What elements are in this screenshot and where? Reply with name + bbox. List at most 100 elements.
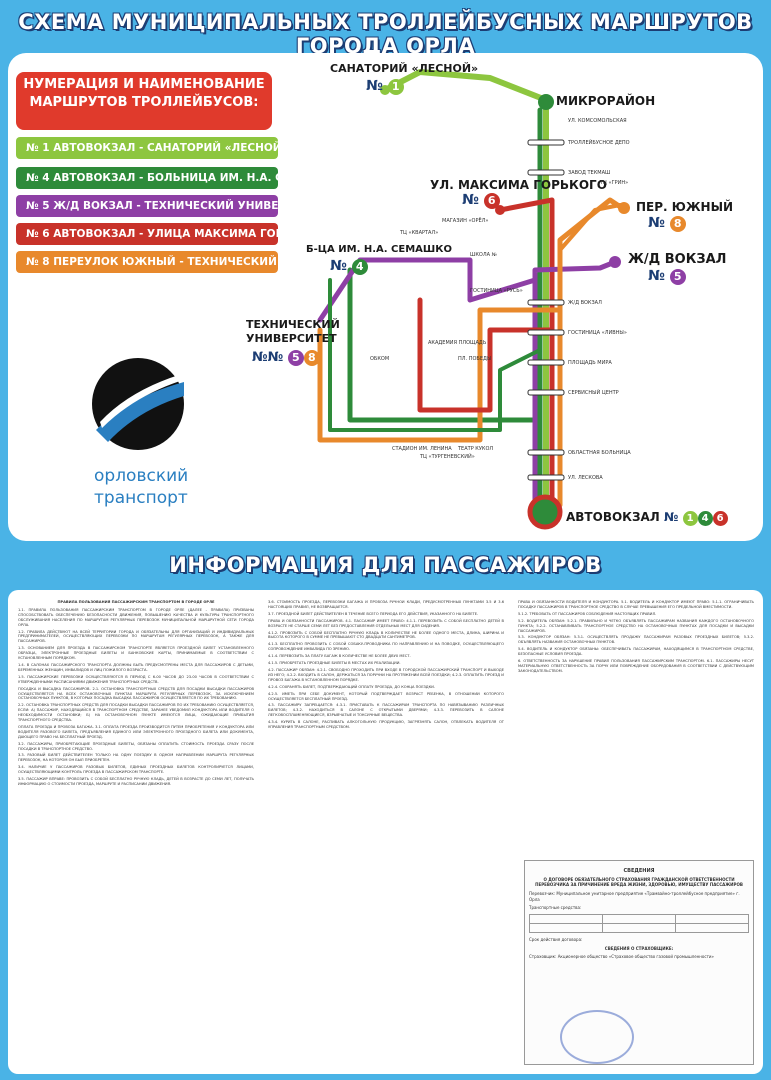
rules-paragraph: 4.3. ПАССАЖИРУ ЗАПРЕЩАЕТСЯ: 4.3.1. ПРИСТ… [268,703,504,718]
terminal-avtovokzal-name: АВТОВОКЗАЛ [566,510,660,524]
logo-text-line1: орловский [94,466,189,486]
rules-heading: ПРАВИЛА ПОЛЬЗОВАНИЯ ПАССАЖИРСКИМ ТРАНСПО… [57,600,215,604]
stop-label: ГОСТИНИЦА «ЛИВНЫ» [568,330,627,336]
stop-label: ШКОЛА № [470,252,497,258]
route-badge-5: 5 [669,269,686,285]
rules-paragraph: 1.3. ОСНОВАНИЕМ ДЛЯ ПРОЕЗДА В ПАССАЖИРСК… [18,646,254,661]
route-8-loop [317,307,563,443]
route-badge-5: 5 [287,350,304,366]
legend-route-1: № 1 АВТОВОКЗАЛ - САНАТОРИЙ «ЛЕСНОЙ» [16,137,278,159]
rules-paragraph: 3.7. ПРОЕЗДНОЙ БИЛЕТ ДЕЙСТВИТЕЛЕН В ТЕЧЕ… [268,611,479,616]
route-badge-6: 6 [712,511,728,526]
terminal-tech-label-line2: УНИВЕРСИТЕТ [246,332,337,345]
stop-label: ПЛ. ПОБЕДЫ [458,356,492,362]
rules-paragraph: ОПЛАТА ПРОЕЗДА И ПРОВОЗА БАГАЖА. 3.1. ОП… [18,724,254,739]
terminal-tech-num: №№ [252,350,284,365]
main-title: СХЕМА МУНИЦИПАЛЬНЫХ ТРОЛЛЕЙБУСНЫХ МАРШРУ… [18,10,753,58]
stop-label: Ж/Д ВОКЗАЛ [568,300,602,306]
route-badge-1: 1 [387,79,404,95]
certificate-insurer: Страховщик: Акционерное общество «Страхо… [529,954,714,960]
stop-label: МАГАЗИН «ОРЁЛ» [442,218,489,224]
stop-label: ТЦ «КВАРТАЛ» [400,230,439,236]
stop-label: СЕРВИСНЫЙ ЦЕНТР [568,390,619,396]
stop-label: ТЕАТР КУКОЛ [458,446,494,452]
terminal-lesnoy-label: САНАТОРИЙ «ЛЕСНОЙ» [330,62,479,75]
insurance-certificate: СВЕДЕНИЯ О ДОГОВОРЕ ОБЯЗАТЕЛЬНОГО СТРАХО… [524,860,754,1065]
legend-header: НУМЕРАЦИЯ И НАИМЕНОВАНИЕ МАРШРУТОВ ТРОЛЛ… [16,72,272,130]
legend-route-8: № 8 ПЕРЕУЛОК ЮЖНЫЙ - ТЕХНИЧЕСКИЙ УНИВЕРС… [16,251,278,273]
terminal-lesnoy-marker [380,85,390,95]
rules-column-2: 3.6. СТОИМОСТЬ ПРОЕЗДА, ПЕРЕВОЗКИ БАГАЖА… [268,600,504,1070]
stop-label: ГОСТИНИЦА «РУСЬ» [470,288,523,294]
rules-paragraph: 4.1.3. БЕСПЛАТНО ПРОВОЗИТЬ С СОБОЙ СОБАК… [268,642,504,652]
rules-paragraph: 4.2. ПАССАЖИР ОБЯЗАН: 4.2.1. СВОБОДНО ПР… [268,667,504,682]
route-4-loop [328,278,542,432]
route-badge-4: 4 [697,511,713,526]
terminal-vokzal-marker [609,256,621,268]
rules-paragraph: ПОСАДКА И ВЫСАДКА ПАССАЖИРОВ. 2.1. ОСТАН… [18,686,254,701]
terminal-lesnoy-num: № [366,78,383,94]
rules-paragraph: 3.2. ПАССАЖИРЫ, ПРИОБРЕТАЮЩИЕ ПРОЕЗДНЫЕ … [18,741,254,751]
rules-paragraph: 2.2. ОСТАНОВКА ТРАНСПОРТНЫХ СРЕДСТВ ДЛЯ … [18,703,254,723]
logo-text-line2: транспорт [94,488,188,508]
stop-label: ТЦ «ТУРГЕНЕВСКИЙ» [420,454,475,460]
orel-transport-logo-icon [92,358,184,450]
terminal-yuzhny-badge: № 8 [648,215,686,232]
rules-paragraph: 3.4. НАЛИЧИЕ У ПАССАЖИРОВ РАЗОВЫХ БИЛЕТО… [18,765,254,775]
legend-route-5: № 5 Ж/Д ВОКЗАЛ - ТЕХНИЧЕСКИЙ УНИВЕРСИТЕТ [16,195,278,217]
route-6-loop [417,297,555,413]
rules-paragraph: 1.5. ПАССАЖИРСКИЕ ПЕРЕВОЗКИ ОСУЩЕСТВЛЯЮТ… [18,674,254,684]
stop-label: ТЦ «ГРИН» [600,180,629,186]
route-badge-6: 6 [483,193,500,209]
rules-column-3: ПРАВА И ОБЯЗАННОСТИ ВОДИТЕЛЯ И КОНДУКТОР… [518,600,754,850]
terminal-gorkogo-num: № [462,192,479,208]
terminal-lesnoy-badge: № 1 [366,78,404,95]
stamp-icon [560,1010,634,1064]
route-network-diagram [317,69,630,530]
rules-paragraph: 5.3. КОНДУКТОР ОБЯЗАН: 5.3.1. ОСУЩЕСТВЛЯ… [518,635,754,645]
rules-paragraph: 4.1.5. ПРИОБРЕТАТЬ ПРОЕЗДНЫЕ БИЛЕТЫ В МЕ… [268,661,401,666]
stop-label: ОБЛАСТНАЯ БОЛЬНИЦА [568,450,631,456]
rules-paragraph: 5.2. ВОДИТЕЛЬ ОБЯЗАН: 5.2.1. ПРАВИЛЬНО И… [518,618,754,633]
rules-paragraph: 4.3.4. КУРИТЬ В САЛОНЕ, РАСПИВАТЬ АЛКОГО… [268,720,504,730]
stop-label: УЛ. КОМСОМОЛЬСКАЯ [568,118,627,124]
terminal-gorkogo-badge: № 6 [462,192,500,209]
rules-column-1: ПРАВИЛА ПОЛЬЗОВАНИЯ ПАССАЖИРСКИМ ТРАНСПО… [18,600,254,1070]
stop-label: АКАДЕМИЯ ПЛОЩАДЬ [428,340,487,346]
stop-label: ЗАВОД ТЕКМАШ [568,170,611,176]
terminal-tech-label-line1: ТЕХНИЧЕСКИЙ [246,318,340,331]
certificate-subtitle: О ДОГОВОРЕ ОБЯЗАТЕЛЬНОГО СТРАХОВАНИЯ ГРА… [535,877,743,888]
route-badge-8: 8 [669,216,686,232]
stop-label: ПЛОЩАДЬ МИРА [568,360,612,366]
terminal-vokzal-badge: № 5 [648,268,686,285]
rules-paragraph: 1.2. ПРАВИЛА ДЕЙСТВУЮТ НА ВСЕЙ ТЕРРИТОРИ… [18,629,254,644]
rules-paragraph: ПРАВА И ОБЯЗАННОСТИ ВОДИТЕЛЯ И КОНДУКТОР… [518,600,754,609]
terminal-vokzal-label: Ж/Д ВОКЗАЛ [628,252,727,267]
certificate-carrier: Перевозчик: Муниципальное унитарное пред… [529,891,740,902]
terminal-mikrorayon-label: МИКРОРАЙОН [556,94,656,108]
legend-header-line1: НУМЕРАЦИЯ И НАИМЕНОВАНИЕ [23,77,265,92]
rules-paragraph: 6. ОТВЕТСТВЕННОСТЬ ЗА НАРУШЕНИЕ ПРАВИЛ П… [518,659,754,673]
terminal-yuzhny-marker [618,202,630,214]
route-map-panel [8,53,763,541]
terminal-avtovokzal-num: № [663,510,679,524]
route-8-branch [558,203,622,252]
legend-header-line2: МАРШРУТОВ ТРОЛЛЕЙБУСОВ: [29,95,259,110]
terminal-semashko-badge: № 4 [330,258,368,275]
certificate-title: СВЕДЕНИЯ [623,868,655,874]
stop-label: СТАДИОН ИМ. ЛЕНИНА [392,446,452,452]
certificate-insurer-heading: СВЕДЕНИЯ О СТРАХОВЩИКЕ: [604,946,674,952]
rules-paragraph: 3.3. РАЗОВЫЙ БИЛЕТ ДЕЙСТВИТЕЛЕН ТОЛЬКО Н… [18,753,254,763]
route-6-line [497,197,555,508]
stop-label: ТРОЛЛЕЙБУСНОЕ ДЕПО [568,140,630,146]
route-5-line [532,259,618,508]
certificate-table [529,914,749,934]
route-badge-8: 8 [303,350,320,366]
rules-paragraph: 1.1. ПРАВИЛА ПОЛЬЗОВАНИЯ ПАССАЖИРСКИМ ТР… [18,607,254,627]
certificate-vehicles: Транспортные средства: [529,904,582,910]
rules-paragraph: 3.6. СТОИМОСТЬ ПРОЕЗДА, ПЕРЕВОЗКИ БАГАЖА… [268,600,504,609]
legend-route-4: № 4 АВТОВОКЗАЛ - БОЛЬНИЦА ИМ. Н.А. СЕМАШ… [16,167,278,189]
rules-paragraph: 5.4. ВОДИТЕЛЬ И КОНДУКТОР ОБЯЗАНЫ: ОБЕСП… [518,647,754,657]
